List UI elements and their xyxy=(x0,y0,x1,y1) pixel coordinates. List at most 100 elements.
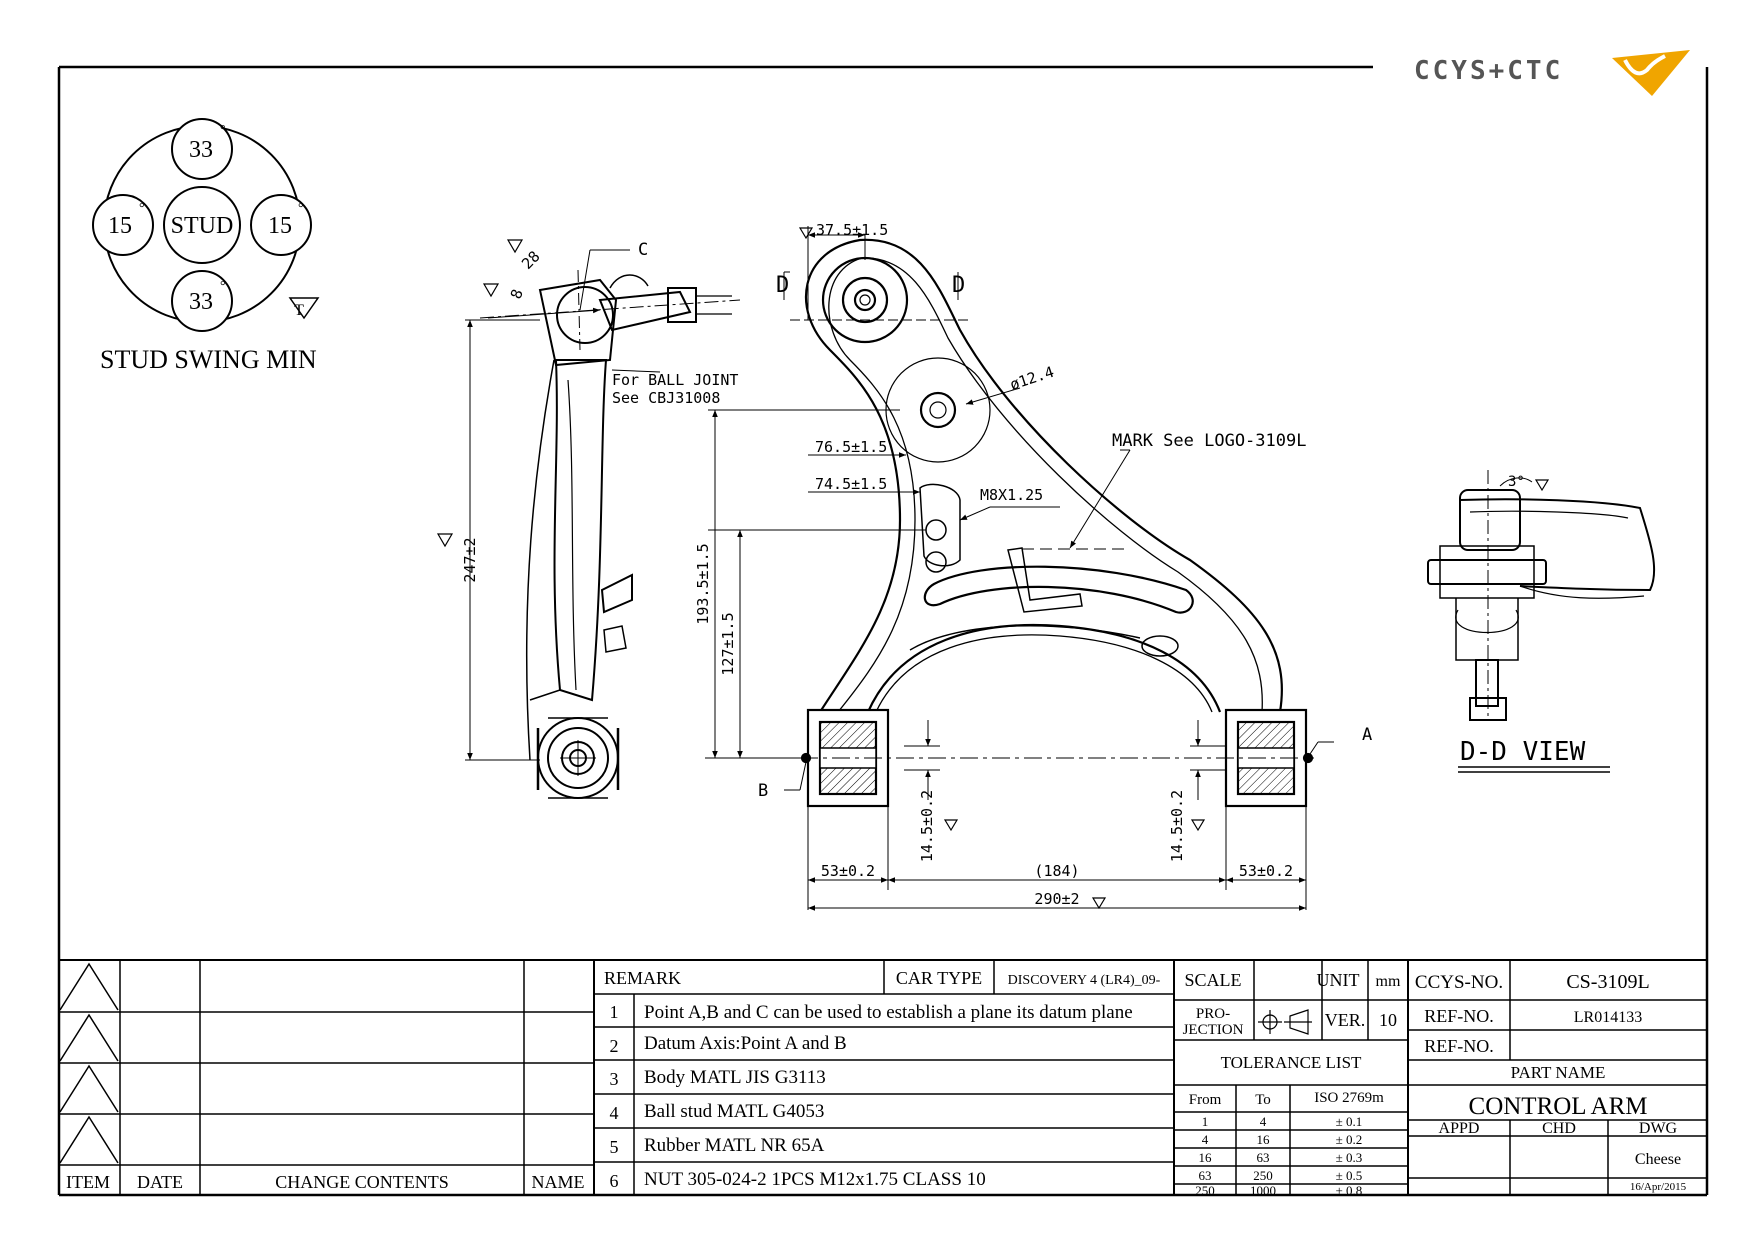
dim-74-5: 74.5±1.5 xyxy=(815,475,887,493)
ref-no-label-1: REF-NO. xyxy=(1424,1006,1494,1026)
svg-text:°: ° xyxy=(220,279,226,294)
svg-text:1000: 1000 xyxy=(1250,1183,1276,1198)
chd-label: CHD xyxy=(1542,1120,1576,1137)
appd-label: APPD xyxy=(1439,1120,1480,1137)
svg-text:ISO 2769m: ISO 2769m xyxy=(1314,1090,1384,1106)
svg-text:63: 63 xyxy=(1199,1168,1212,1183)
unit-value: mm xyxy=(1376,973,1401,990)
swing-left-value: 15 xyxy=(108,213,132,239)
svg-text:JECTION: JECTION xyxy=(1183,1022,1244,1038)
hole-dia: ø12.4 xyxy=(1008,363,1057,394)
car-type-value: DISCOVERY 4 (LR4)_09- xyxy=(1008,973,1161,988)
svg-text:63: 63 xyxy=(1257,1150,1270,1165)
ccys-no-label: CCYS-NO. xyxy=(1415,972,1503,993)
svg-text:4: 4 xyxy=(610,1103,619,1123)
svg-text:3: 3 xyxy=(610,1069,619,1089)
ref-no-value-1: LR014133 xyxy=(1574,1009,1642,1026)
svg-text:From: From xyxy=(1189,1092,1222,1108)
dim-53-left: 53±0.2 xyxy=(821,862,875,880)
side-view: 8 28 C For BALL JOINT See CBJ31008 247±2 xyxy=(436,239,741,799)
svg-text:16: 16 xyxy=(1257,1132,1271,1147)
top-view: 37.5±1.5 D D ø12.4 MARK See LOGO-3109L 7… xyxy=(694,221,1372,911)
dwg-label: DWG xyxy=(1639,1120,1678,1137)
svg-text:250: 250 xyxy=(1195,1183,1215,1198)
part-name-value: CONTROL ARM xyxy=(1469,1093,1648,1120)
remark-4: Ball stud MATL G4053 xyxy=(644,1101,824,1122)
ball-joint-note-2: See CBJ31008 xyxy=(612,389,720,407)
svg-text:2: 2 xyxy=(610,1036,619,1056)
dim-290: 290±2 xyxy=(1034,890,1079,908)
ref-no-label-2: REF-NO. xyxy=(1424,1036,1494,1056)
swing-top-value: 33 xyxy=(189,137,213,163)
unit-label: UNIT xyxy=(1317,970,1360,990)
remark-1: Point A,B and C can be used to establish… xyxy=(644,1002,1133,1023)
col-item: ITEM xyxy=(66,1172,110,1192)
point-a: A xyxy=(1362,725,1372,745)
svg-text:°: ° xyxy=(298,201,304,216)
svg-text:6: 6 xyxy=(610,1171,619,1191)
remark-3: Body MATL JIS G3113 xyxy=(644,1067,826,1088)
dim-76-5: 76.5±1.5 xyxy=(815,438,887,456)
col-name: NAME xyxy=(532,1172,585,1192)
drawing-frame xyxy=(57,65,1709,1197)
ver-label: VER. xyxy=(1325,1010,1366,1030)
side-height-dim: 247±2 xyxy=(461,537,479,582)
thread-spec: M8X1.25 xyxy=(980,486,1043,504)
company-logo: CCYS+CTC xyxy=(1414,50,1690,96)
section-d-left: D xyxy=(776,273,789,298)
stud-swing-title: STUD SWING MIN xyxy=(100,345,317,374)
swing-center-label: STUD xyxy=(171,213,234,239)
mark-note: MARK See LOGO-3109L xyxy=(1112,431,1306,451)
svg-text:± 0.2: ± 0.2 xyxy=(1336,1132,1363,1147)
remark-6: NUT 305-024-2 1PCS M12x1.75 CLASS 10 xyxy=(644,1169,986,1190)
side-angle-8: 8 xyxy=(507,287,527,302)
callout-c: C xyxy=(638,240,648,260)
part-name-label: PART NAME xyxy=(1511,1063,1606,1082)
projection-symbol-icon xyxy=(1258,1009,1312,1035)
svg-text:± 0.5: ± 0.5 xyxy=(1336,1168,1363,1183)
car-type-label: CAR TYPE xyxy=(896,968,982,988)
title-block-grid xyxy=(59,959,1707,1195)
side-angle-28: 28 xyxy=(518,247,544,273)
surface-triangle-icon xyxy=(288,297,320,320)
svg-text:5: 5 xyxy=(610,1137,619,1157)
tolerance-title: TOLERANCE LIST xyxy=(1221,1053,1362,1072)
col-change-contents: CHANGE CONTENTS xyxy=(275,1172,449,1192)
swing-right-value: 15 xyxy=(268,213,292,239)
dwg-date: 16/Apr/2015 xyxy=(1630,1181,1687,1193)
dim-127: 127±1.5 xyxy=(719,612,737,675)
svg-text:CCYS+CTC: CCYS+CTC xyxy=(1414,56,1563,86)
dd-angle: 3° xyxy=(1508,474,1525,490)
dim-14-5-left: 14.5±0.2 xyxy=(918,790,936,862)
svg-text:4: 4 xyxy=(1202,1132,1209,1147)
scale-label: SCALE xyxy=(1184,970,1241,990)
dim-193-5: 193.5±1.5 xyxy=(694,543,712,624)
ver-value: 10 xyxy=(1379,1010,1397,1030)
svg-text:± 0.1: ± 0.1 xyxy=(1336,1114,1363,1129)
remark-5: Rubber MATL NR 65A xyxy=(644,1135,825,1156)
svg-text:250: 250 xyxy=(1253,1168,1273,1183)
ccys-no-value: CS-3109L xyxy=(1566,971,1649,993)
svg-text:°: ° xyxy=(139,201,145,216)
dd-section-view: 3° D-D VIEW xyxy=(1427,470,1656,773)
svg-text:1: 1 xyxy=(1202,1114,1209,1129)
svg-text:± 0.3: ± 0.3 xyxy=(1336,1150,1363,1165)
dd-view-title: D-D VIEW xyxy=(1460,737,1586,767)
svg-text:PRO-: PRO- xyxy=(1196,1006,1230,1022)
section-d-right: D xyxy=(952,273,965,298)
stud-swing-diagram: 33 33 15 15 STUD ° ° ° ° STUD SWING MIN … xyxy=(92,118,320,374)
svg-text:°: ° xyxy=(220,123,226,138)
swing-bottom-value: 33 xyxy=(189,289,213,315)
ball-joint-note-1: For BALL JOINT xyxy=(612,371,738,389)
point-b: B xyxy=(758,781,768,801)
dim-37-5: 37.5±1.5 xyxy=(816,221,888,239)
remark-header: REMARK xyxy=(604,968,681,988)
dim-53-right: 53±0.2 xyxy=(1239,862,1293,880)
dwg-name: Cheese xyxy=(1635,1151,1681,1168)
svg-text:1: 1 xyxy=(610,1002,619,1022)
remark-2: Datum Axis:Point A and B xyxy=(644,1033,847,1054)
dim-184: (184) xyxy=(1034,862,1079,880)
svg-text:To: To xyxy=(1255,1092,1271,1108)
svg-text:16: 16 xyxy=(1199,1150,1213,1165)
